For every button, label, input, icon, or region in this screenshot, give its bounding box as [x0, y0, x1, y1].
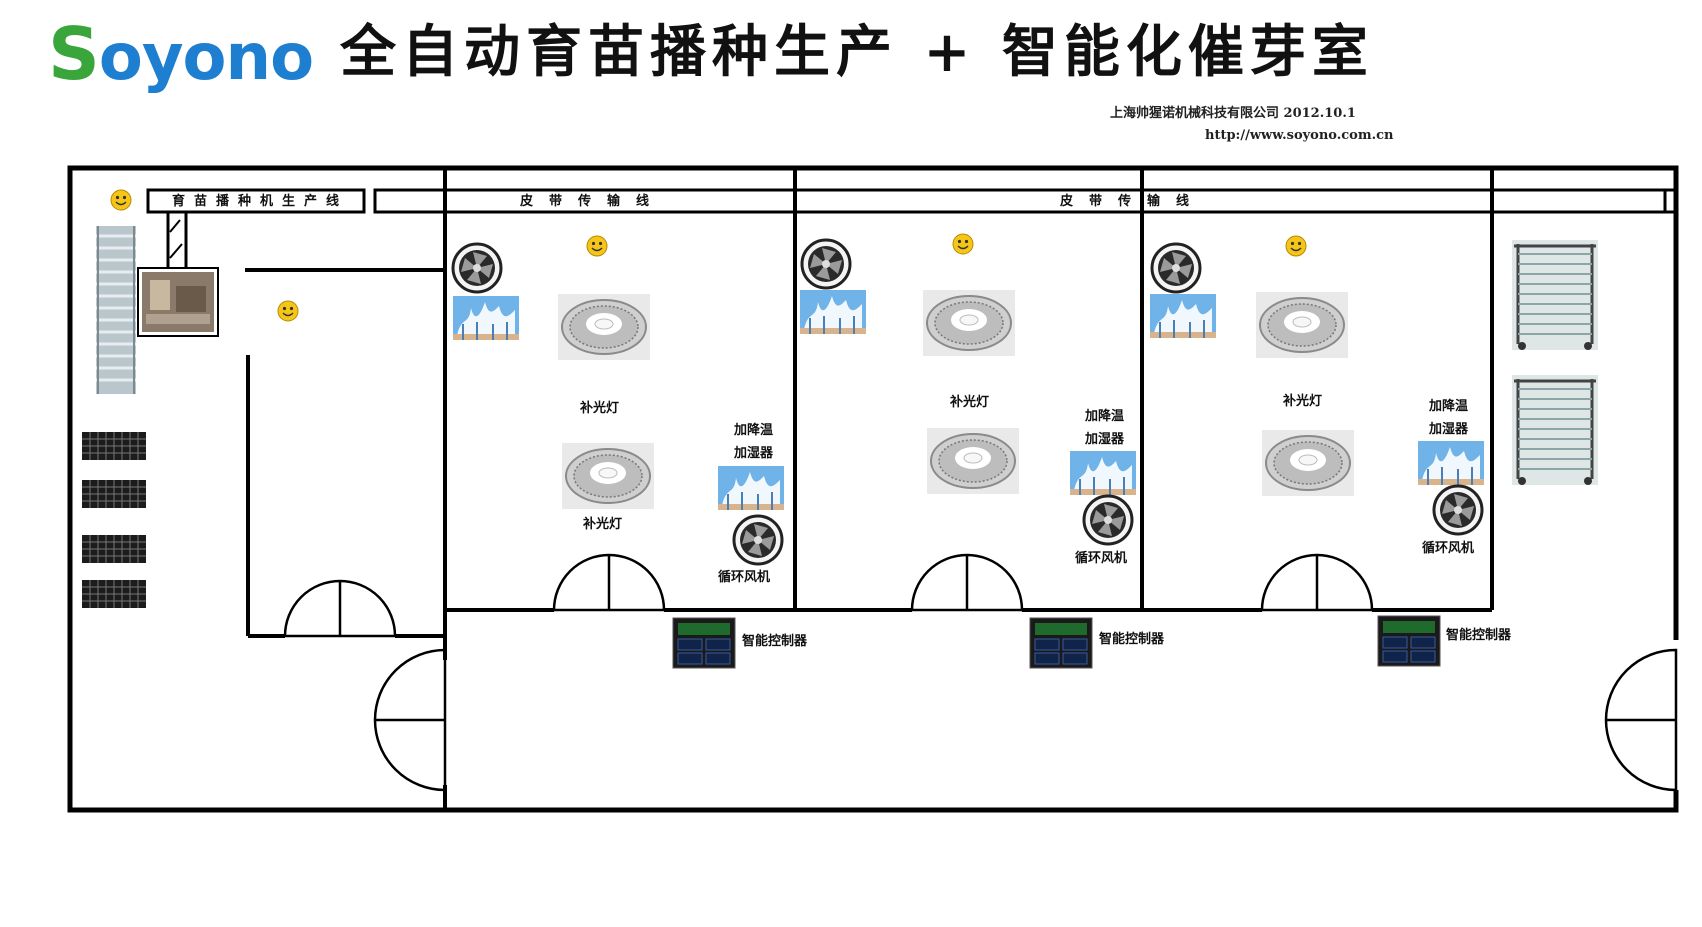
page-title: 全自动育苗播种生产 + 智能化催芽室 [340, 19, 1374, 85]
company-name: 上海帅猩诺机械科技有限公司 2012.10.1 [1110, 106, 1356, 121]
seeding-line-label: 育苗播种机生产线 [172, 194, 349, 209]
fan-icon [800, 238, 852, 290]
controller-icon [672, 617, 736, 669]
humidifier-icon [1069, 450, 1137, 496]
seedling-tray-icon [81, 479, 147, 509]
fan-icon [451, 242, 503, 294]
seedling-tray-icon [81, 534, 147, 564]
controller-label: 智能控制器 [742, 634, 808, 649]
lamp-label: 补光灯 [1283, 394, 1323, 409]
grow-lamp-icon [926, 427, 1020, 495]
controller-label: 智能控制器 [1446, 628, 1512, 643]
fan-label: 循环风机 [1075, 551, 1128, 566]
humidifier-label: 加降温 [1429, 399, 1469, 414]
rack-trolley-icon [1510, 373, 1600, 487]
controller-icon [1029, 617, 1093, 669]
humidifier-label: 加降温 [734, 423, 774, 438]
stair-conveyor-icon [96, 226, 136, 394]
rack-trolley-icon [1510, 238, 1600, 352]
grow-lamp-icon [922, 289, 1016, 357]
humidifier-icon [452, 295, 520, 341]
grow-lamp-icon [561, 442, 655, 510]
humidifier-icon [799, 289, 867, 335]
humidifier-label: 加湿器 [734, 446, 774, 461]
conveyor-label: 皮带传输线 [520, 194, 666, 209]
fan-icon [1082, 494, 1134, 546]
company-url: http://www.soyono.com.cn [1205, 128, 1394, 143]
fan-icon [1432, 484, 1484, 536]
fan-label: 循环风机 [718, 570, 771, 585]
lamp-label: 补光灯 [950, 395, 990, 410]
worker-icon [1285, 235, 1307, 257]
grow-lamp-icon [1261, 429, 1355, 497]
grow-lamp-icon [557, 293, 651, 361]
worker-icon [110, 189, 132, 211]
controller-label: 智能控制器 [1099, 632, 1165, 647]
humidifier-label: 加降温 [1085, 409, 1125, 424]
seedling-tray-icon [81, 579, 147, 609]
worker-icon [586, 235, 608, 257]
fan-icon [1150, 242, 1202, 294]
humidifier-label: 加湿器 [1085, 432, 1125, 447]
soyono-logo: Soyono [48, 12, 314, 96]
lamp-label: 补光灯 [583, 517, 623, 532]
seeding-machine-icon [137, 267, 219, 337]
humidifier-icon [1417, 440, 1485, 486]
fan-label: 循环风机 [1422, 541, 1475, 556]
worker-icon [952, 233, 974, 255]
seedling-tray-icon [81, 431, 147, 461]
worker-icon [277, 300, 299, 322]
humidifier-label: 加湿器 [1429, 422, 1469, 437]
lamp-label: 补光灯 [580, 401, 620, 416]
grow-lamp-icon [1255, 291, 1349, 359]
controller-icon [1377, 615, 1441, 667]
fan-icon [732, 514, 784, 566]
conveyor-label: 皮带传输线 [1060, 194, 1206, 209]
humidifier-icon [1149, 293, 1217, 339]
humidifier-icon [717, 465, 785, 511]
